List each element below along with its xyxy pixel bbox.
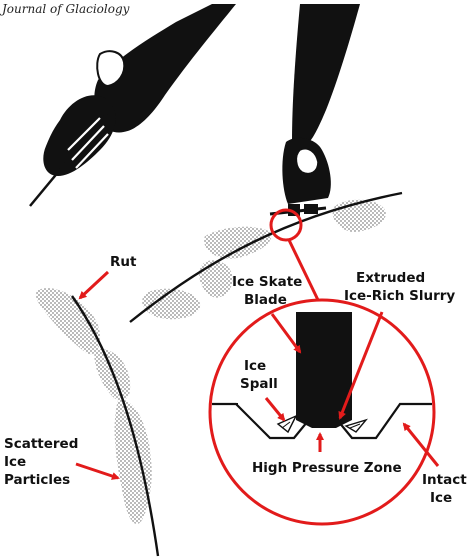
- particles-label-line3: Particles: [4, 472, 70, 488]
- slurry-label-line2: Ice-Rich Slurry: [344, 288, 455, 304]
- magnifier-connector: [287, 239, 320, 301]
- intact-ice-arrow: [402, 422, 440, 467]
- rut-label: Rut: [110, 254, 137, 270]
- particles-arrow: [75, 462, 120, 480]
- rut-line-turn: [71, 295, 160, 557]
- particles-label-line2: Ice: [4, 454, 26, 470]
- spall-label-line2: Spall: [240, 376, 278, 392]
- scattered-ice-particles-right: [332, 199, 386, 232]
- particles-label-line1: Scattered: [4, 436, 78, 452]
- blade-label-line1: Ice Skate: [232, 274, 302, 290]
- scattered-ice-particles-glide-2: [199, 260, 233, 298]
- rut-arrow: [78, 270, 110, 300]
- left-skate-leg: [29, 4, 236, 207]
- right-skate-leg: [269, 4, 360, 216]
- scattered-ice-particles-glide-3: [142, 288, 201, 320]
- scattered-ice-particles-upper: [35, 288, 101, 355]
- slurry-arrow: [338, 311, 384, 420]
- ice-cross-section: [212, 312, 432, 440]
- blade-arrow: [270, 313, 302, 354]
- slurry-label-line1: Extruded: [356, 270, 425, 286]
- intact-label-line2: Ice: [430, 490, 452, 506]
- journal-title: Journal of Glaciology: [0, 2, 130, 16]
- magnifier-small-circle: [269, 208, 303, 242]
- rut-line-glide: [129, 191, 403, 323]
- scattered-ice-particles-glide: [204, 226, 272, 259]
- intact-label-line1: Intact: [422, 472, 467, 488]
- spall-arrow: [264, 397, 286, 422]
- scattered-ice-particles-lower: [114, 399, 152, 524]
- ice-skate-blade: [296, 312, 352, 420]
- blade-label-line2: Blade: [244, 292, 287, 308]
- spall-label-line1: Ice: [244, 358, 266, 374]
- pressure-label: High Pressure Zone: [252, 460, 402, 476]
